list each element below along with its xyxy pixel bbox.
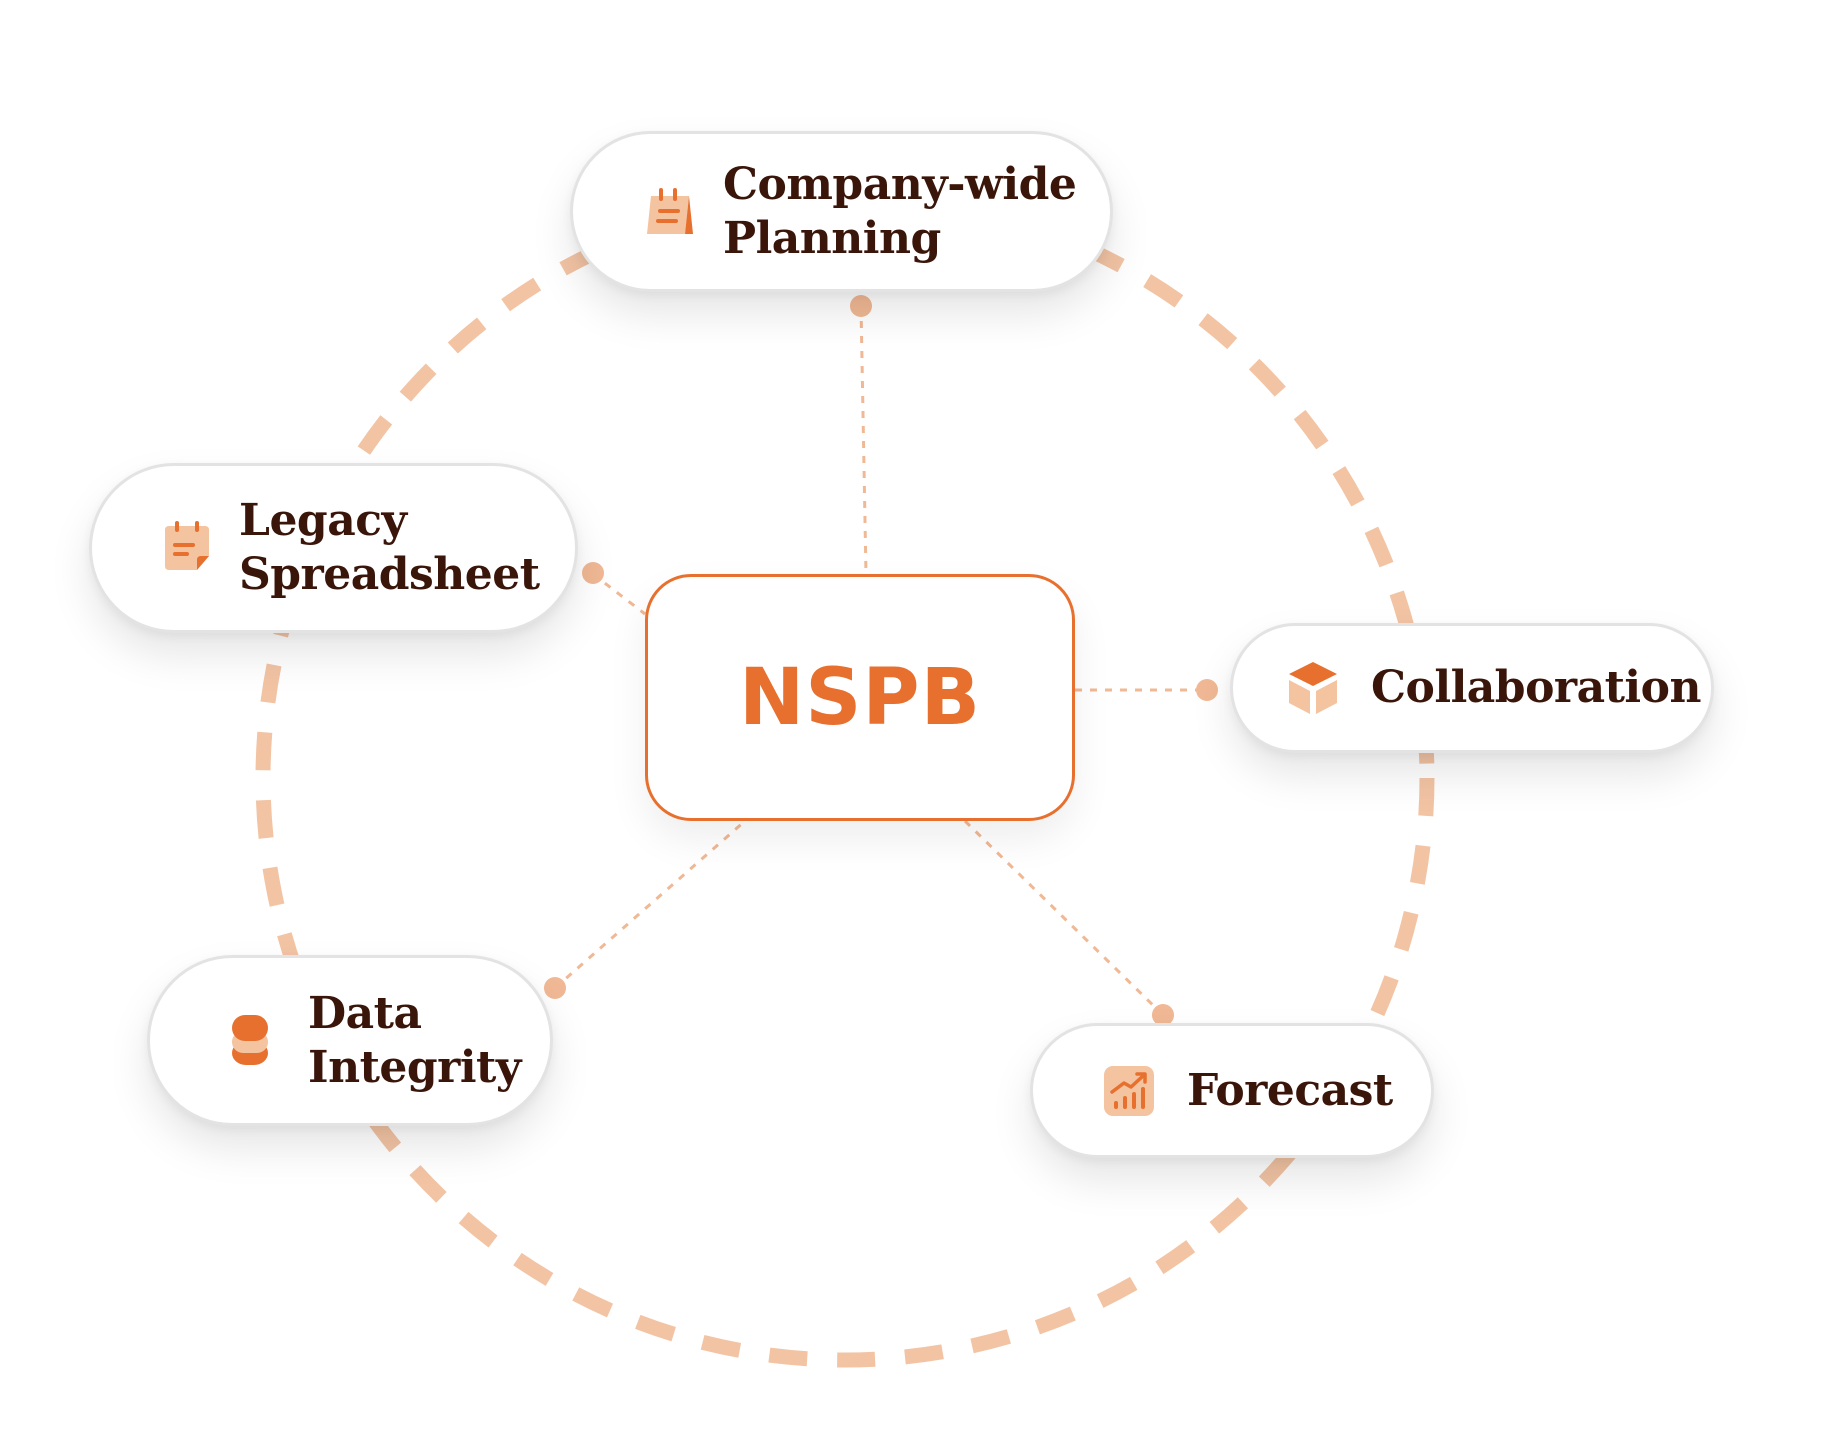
center-node: NSPB <box>645 574 1075 821</box>
node-label-line1: Data <box>308 987 422 1039</box>
center-label: NSPB <box>738 652 982 743</box>
connector-planning <box>859 305 868 575</box>
node-label-line2: Planning <box>723 212 941 264</box>
node-label: Forecast <box>1187 1064 1393 1118</box>
node-data-integrity: Data Integrity <box>147 955 553 1126</box>
node-legacy-spreadsheet: Legacy Spreadsheet <box>89 463 578 633</box>
spreadsheet-note-icon <box>159 518 219 578</box>
node-label-line1: Company-wide <box>723 158 1077 210</box>
node-label: Company-wide Planning <box>723 158 1077 266</box>
connector-dot-legacy <box>582 562 604 584</box>
node-label-line1: Forecast <box>1187 1064 1393 1116</box>
cube-box-icon <box>1283 658 1343 718</box>
node-label-line2: Spreadsheet <box>239 549 540 600</box>
connector-dot-planning <box>850 295 872 317</box>
database-icon <box>220 1011 280 1071</box>
node-label-line1: Legacy <box>239 495 407 546</box>
connector-dot-data <box>544 977 566 999</box>
node-label: Data Integrity <box>308 987 521 1095</box>
node-forecast: Forecast <box>1030 1023 1434 1158</box>
calendar-notepad-icon <box>639 182 699 242</box>
node-label: Collaboration <box>1371 661 1702 715</box>
connector-dot-forecast <box>1152 1004 1174 1026</box>
trend-chart-icon <box>1099 1061 1159 1121</box>
connector-legacy <box>592 572 646 616</box>
connector-dot-collaboration <box>1196 679 1218 701</box>
connector-forecast <box>963 819 1165 1017</box>
connector-data <box>554 819 746 990</box>
node-label: Legacy Spreadsheet <box>239 494 540 602</box>
node-collaboration: Collaboration <box>1230 623 1714 753</box>
connector-lines <box>554 305 1205 1017</box>
node-label-line1: Collaboration <box>1371 662 1702 713</box>
node-company-wide-planning: Company-wide Planning <box>570 131 1113 292</box>
connector-dots <box>544 295 1218 1026</box>
node-label-line2: Integrity <box>308 1041 521 1093</box>
